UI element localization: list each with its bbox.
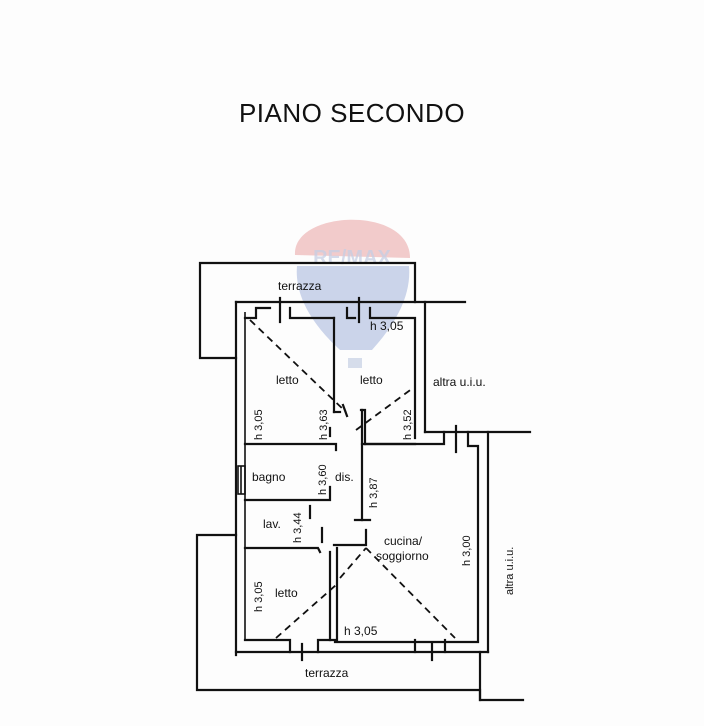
height-label-lav: h 3,44	[292, 512, 304, 543]
watermark-brand: RE/MAX	[313, 247, 391, 269]
height-label-dis: h 3,87	[368, 477, 380, 508]
height-label-letto-2: h 3,63	[318, 409, 330, 440]
floor-title: PIANO SECONDO	[238, 98, 466, 128]
terrace-top: terrazza	[198, 261, 417, 360]
door-swing-lines	[249, 319, 456, 639]
room-label-cucina: cucina/	[384, 534, 423, 548]
terrace-bottom: terrazza	[195, 533, 525, 702]
room-label-bagno: bagno	[252, 470, 286, 484]
room-label-letto-1: letto	[276, 373, 299, 387]
height-label-letto-2b: h 3,52	[402, 409, 414, 440]
height-label-top-right: h 3,05	[370, 319, 404, 333]
remax-watermark-logo: RE/MAX	[294, 219, 410, 368]
terrace-bottom-label: terrazza	[305, 666, 349, 680]
room-label-soggiorno: soggiorno	[376, 549, 429, 563]
height-label-bagno: h 3,60	[317, 464, 329, 495]
height-label-letto-1: h 3,05	[253, 409, 265, 440]
room-label-lav: lav.	[263, 517, 281, 531]
room-label-letto-3: letto	[275, 586, 298, 600]
label-altra-uiu-right: altra u.i.u.	[504, 547, 516, 595]
room-label-dis: dis.	[335, 470, 354, 484]
interior-walls	[237, 316, 417, 642]
room-label-letto-2: letto	[360, 373, 383, 387]
height-label-cucina-bottom: h 3,05	[344, 624, 378, 638]
height-label-cucina: h 3,00	[461, 535, 473, 566]
outer-walls	[234, 296, 532, 662]
label-altra-uiu-top: altra u.i.u.	[433, 375, 486, 389]
terrace-top-label: terrazza	[278, 279, 322, 293]
room-labels: letto letto altra u.i.u. h 3,05 bagno di…	[252, 319, 516, 638]
height-label-letto-3: h 3,05	[253, 581, 265, 612]
